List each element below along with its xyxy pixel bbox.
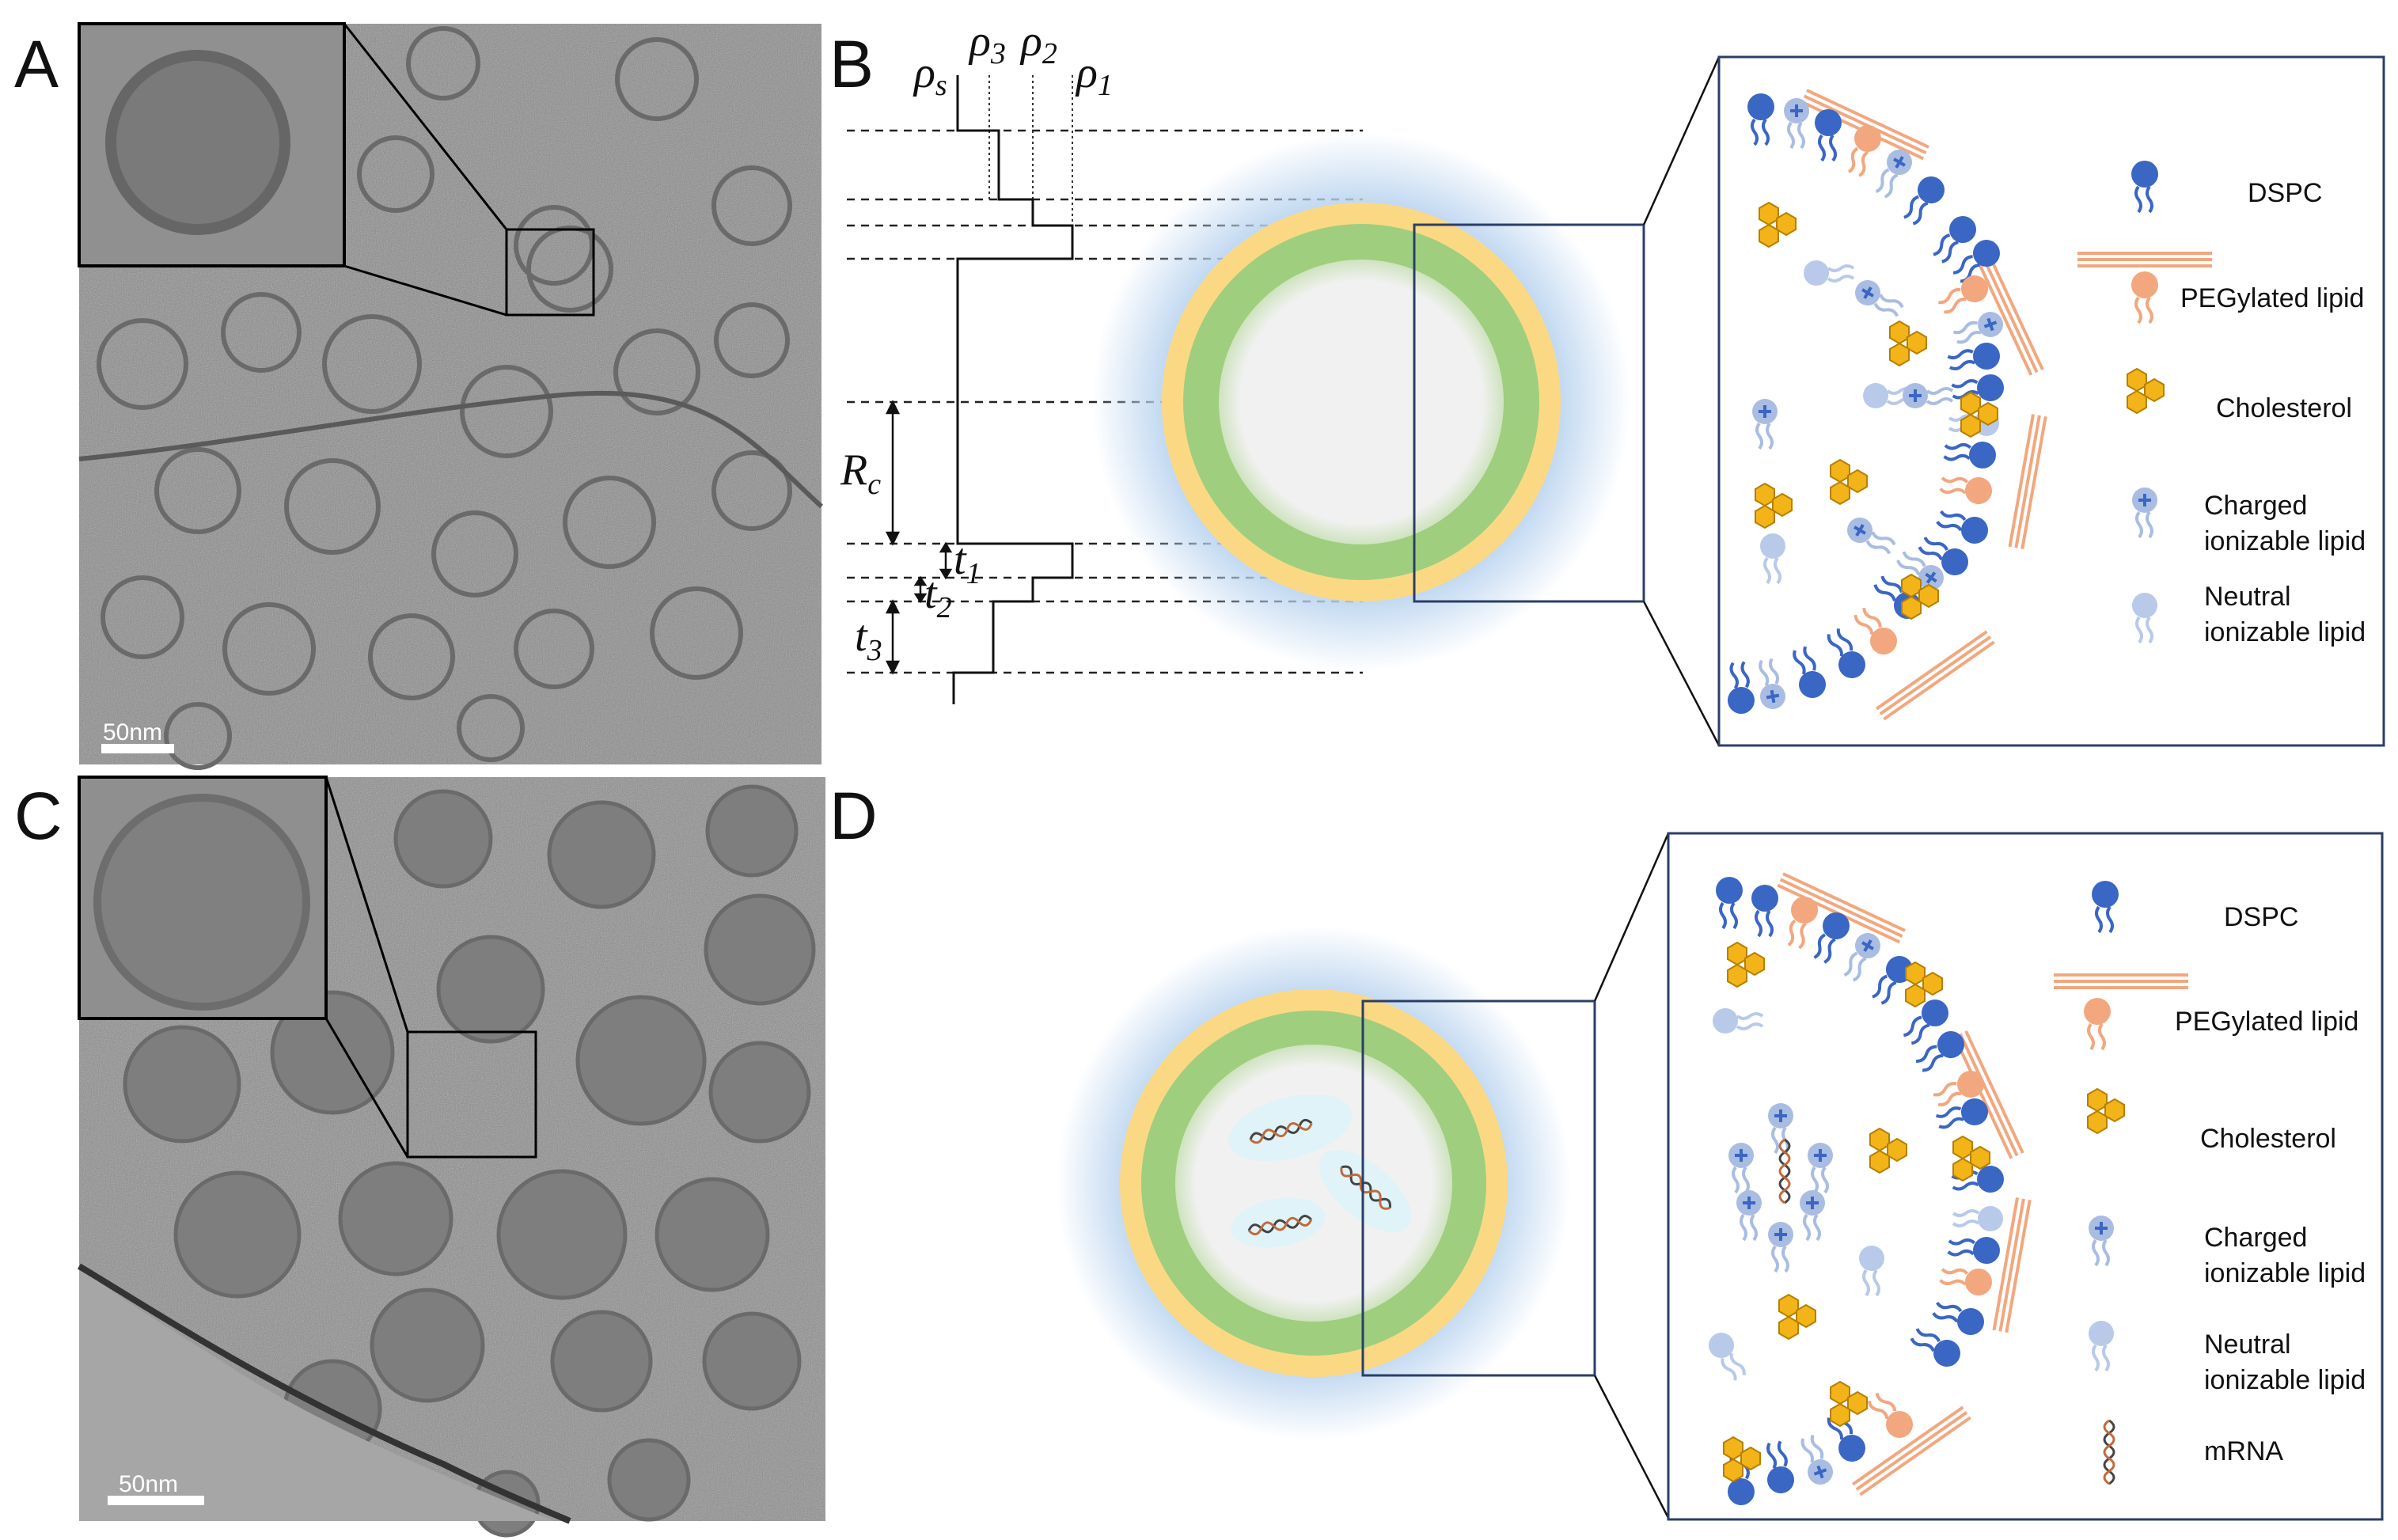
svg-text:ρs: ρs bbox=[913, 48, 947, 102]
svg-text:t1: t1 bbox=[954, 535, 981, 590]
membrane-zoom-d bbox=[1667, 832, 2384, 1521]
svg-text:t2: t2 bbox=[924, 569, 952, 624]
dimension-labels: Rc t1 t2 t3 bbox=[840, 446, 981, 667]
panel-label-b: B bbox=[829, 27, 874, 101]
panel-b: B ρs ρ3 ρ2 ρ1 bbox=[829, 17, 2385, 747]
svg-text:t3: t3 bbox=[855, 612, 882, 667]
zoom-box-c bbox=[406, 1030, 537, 1159]
legend-peg-label: PEGylated lipid bbox=[2175, 1007, 2358, 1037]
legend-peg-label: PEGylated lipid bbox=[2180, 283, 2364, 313]
legend-mrna-label: mRNA bbox=[2204, 1436, 2283, 1466]
legend-charged-label-1: Charged bbox=[2204, 1223, 2307, 1253]
panel-label-c: C bbox=[14, 779, 63, 853]
legend-neutral-label-2: ionizable lipid bbox=[2204, 617, 2366, 647]
density-profile bbox=[952, 75, 1074, 704]
nanoparticle-schematic-d bbox=[1057, 926, 1571, 1440]
scale-bar-c bbox=[108, 1496, 204, 1505]
legend-charged-label-2: ionizable lipid bbox=[2204, 526, 2366, 556]
legend-dspc-label: DSPC bbox=[2248, 178, 2322, 208]
nanoparticle-schematic-b bbox=[1092, 133, 1630, 671]
legend-b: DSPC PEGylated lipid Cholesterol Charged… bbox=[2076, 159, 2366, 647]
scale-label-c: 50nm bbox=[119, 1471, 178, 1497]
panel-label-a: A bbox=[14, 27, 59, 101]
panel-label-d: D bbox=[829, 779, 878, 853]
svg-text:ρ3: ρ3 bbox=[968, 17, 1006, 70]
zoom-box-a bbox=[505, 228, 595, 317]
legend-chol-label: Cholesterol bbox=[2216, 393, 2352, 423]
scale-label-a: 50nm bbox=[103, 719, 162, 745]
svg-text:ρ2: ρ2 bbox=[1019, 17, 1057, 70]
particles-a bbox=[97, 26, 792, 770]
legend-neutral-label-2: ionizable lipid bbox=[2204, 1365, 2366, 1395]
legend-dspc-label: DSPC bbox=[2224, 902, 2298, 932]
zoom-box-d bbox=[1361, 999, 1596, 1377]
svg-text:Rc: Rc bbox=[840, 446, 881, 501]
legend-charged-label-2: ionizable lipid bbox=[2204, 1258, 2366, 1288]
legend-neutral-label-1: Neutral bbox=[2204, 1329, 2291, 1360]
dimension-arrows bbox=[885, 400, 953, 675]
density-ticks bbox=[988, 75, 1073, 259]
legend-charged-label-1: Charged bbox=[2204, 491, 2307, 521]
panel-c: 50nm C bbox=[14, 776, 825, 1538]
zoom-box-b bbox=[1413, 223, 1645, 603]
legend-neutral-label-1: Neutral bbox=[2204, 582, 2291, 612]
density-labels: ρs ρ3 ρ2 ρ1 bbox=[913, 17, 1113, 102]
svg-text:ρ1: ρ1 bbox=[1075, 48, 1113, 102]
scale-bar-a bbox=[101, 744, 174, 753]
panel-a: 50nm A bbox=[14, 22, 824, 770]
legend-chol-label: Cholesterol bbox=[2200, 1124, 2336, 1154]
panel-d: D bbox=[829, 779, 2384, 1521]
membrane-zoom-b bbox=[1717, 55, 2385, 747]
legend-d: DSPC PEGylated lipid Cholesterol Charged… bbox=[2052, 879, 2366, 1485]
